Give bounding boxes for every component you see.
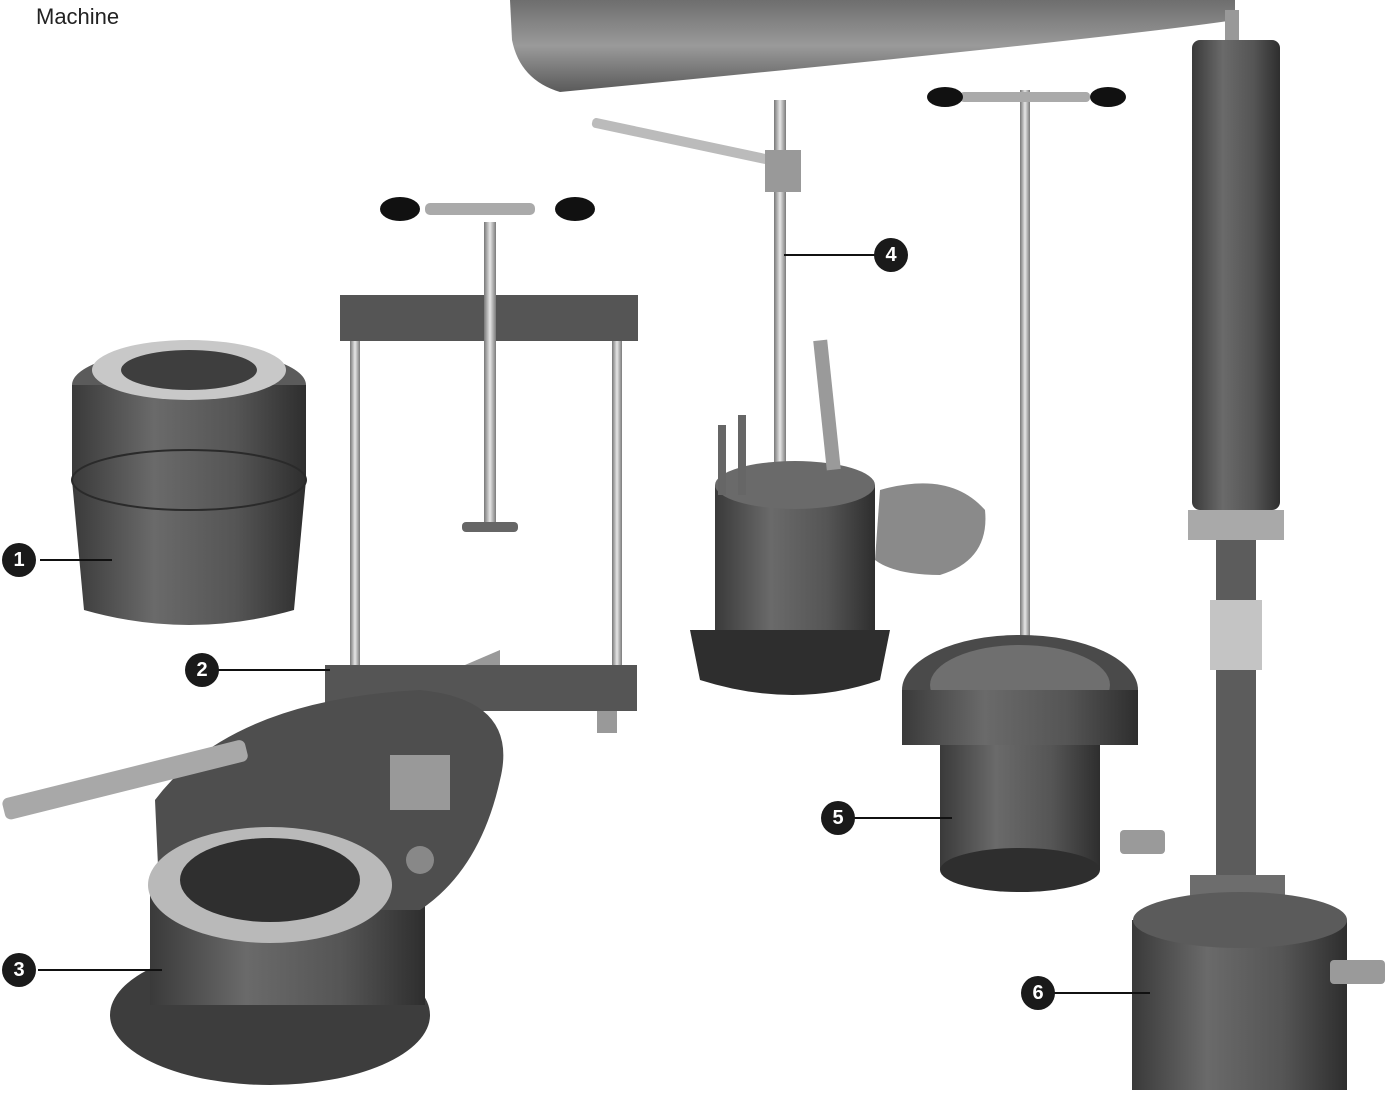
callout-6: 6 [1021, 976, 1055, 1010]
saddle-plate [2, 690, 504, 1085]
callout-leaders [38, 254, 1150, 994]
callout-2: 2 [185, 653, 219, 687]
caption-text: Machine [36, 4, 120, 29]
flanged-housing [902, 87, 1165, 892]
clamp-frame [325, 197, 638, 733]
tapping-tool [591, 100, 986, 695]
pipe-section [510, 0, 1235, 92]
adapter-cylinder [71, 340, 307, 625]
drive-unit [1132, 10, 1385, 1090]
callout-3: 3 [2, 953, 36, 987]
callout-4: 4 [874, 238, 908, 272]
callout-1: 1 [2, 543, 36, 577]
callout-5: 5 [821, 801, 855, 835]
